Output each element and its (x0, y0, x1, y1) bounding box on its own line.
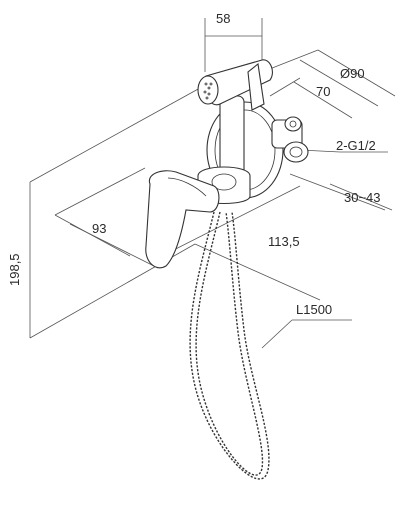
hand-shower (197, 59, 273, 111)
dim-diameter: Ø90 (340, 66, 365, 81)
dim-depth: 70 (316, 84, 330, 99)
dim-width-top: 58 (216, 11, 230, 26)
mixer-lever (145, 170, 220, 269)
shower-hose (189, 211, 270, 480)
dim-connection: 2-G1/2 (336, 138, 376, 153)
dim-total-height: 198,5 (7, 253, 22, 286)
dim-wall-range: 30~43 (344, 190, 381, 205)
dim-hose-length: L1500 (296, 302, 332, 317)
dim-lever-offset: 93 (92, 221, 106, 236)
dimension-labels: 58 Ø90 70 2-G1/2 30~43 93 113,5 198,5 L1… (7, 11, 381, 317)
dim-spout-length: 113,5 (268, 234, 300, 249)
